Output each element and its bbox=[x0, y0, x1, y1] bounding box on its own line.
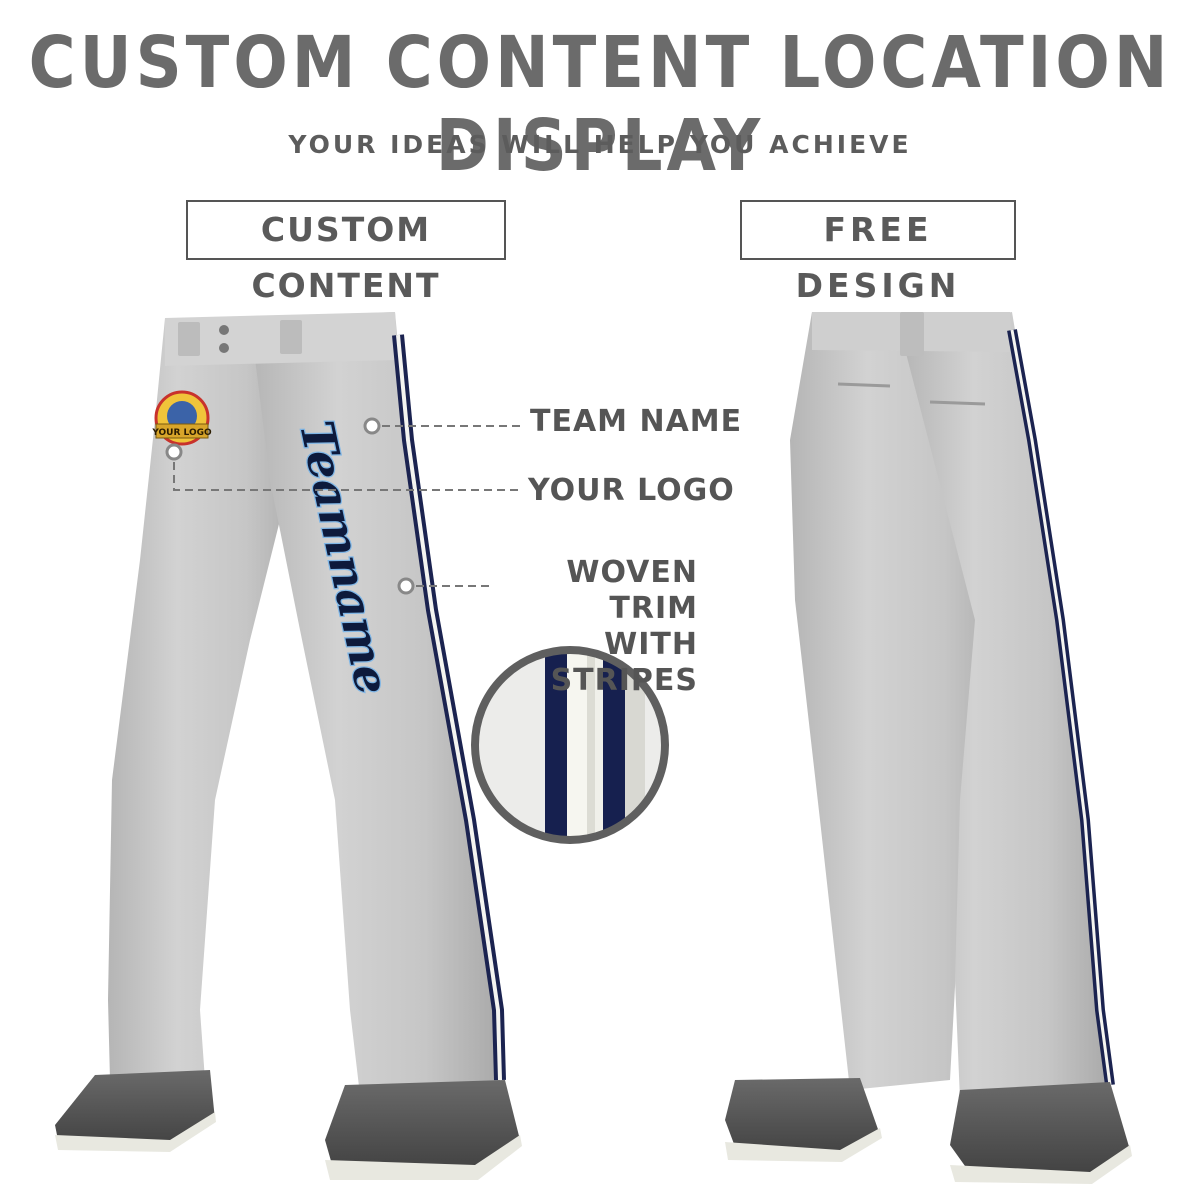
front-left-shoe bbox=[55, 1070, 215, 1150]
trim-detail-zoom bbox=[471, 646, 669, 844]
callout-woven-trim-line1: WOVEN TRIM bbox=[566, 555, 698, 626]
back-right-shoe bbox=[950, 1082, 1130, 1180]
front-pants: Teamname YOUR LOGO bbox=[55, 312, 522, 1180]
custom-content-label: CUSTOM CONTENT bbox=[186, 200, 506, 305]
callout-woven-trim: WOVEN TRIM WITH STRIPES bbox=[500, 555, 698, 699]
back-left-shoe bbox=[725, 1078, 880, 1160]
back-right-leg bbox=[900, 312, 1110, 1100]
callout-team-name: TEAM NAME bbox=[530, 404, 743, 439]
callout-lines bbox=[165, 417, 522, 595]
free-design-label: FREE DESIGN bbox=[740, 200, 1016, 305]
front-right-shoe bbox=[325, 1080, 520, 1175]
callout-your-logo: YOUR LOGO bbox=[528, 473, 735, 508]
page-subtitle: YOUR IDEAS WILL HELP YOU ACHIEVE bbox=[288, 130, 912, 159]
front-left-leg bbox=[108, 318, 305, 1080]
back-pants bbox=[725, 312, 1132, 1184]
page-title: CUSTOM CONTENT LOCATION DISPLAY bbox=[28, 22, 1172, 188]
callout-woven-trim-line2: WITH STRIPES bbox=[550, 627, 698, 698]
logo-emblem-text: YOUR LOGO bbox=[151, 428, 212, 438]
logo-emblem: YOUR LOGO bbox=[151, 390, 212, 446]
front-right-leg bbox=[250, 312, 500, 1095]
